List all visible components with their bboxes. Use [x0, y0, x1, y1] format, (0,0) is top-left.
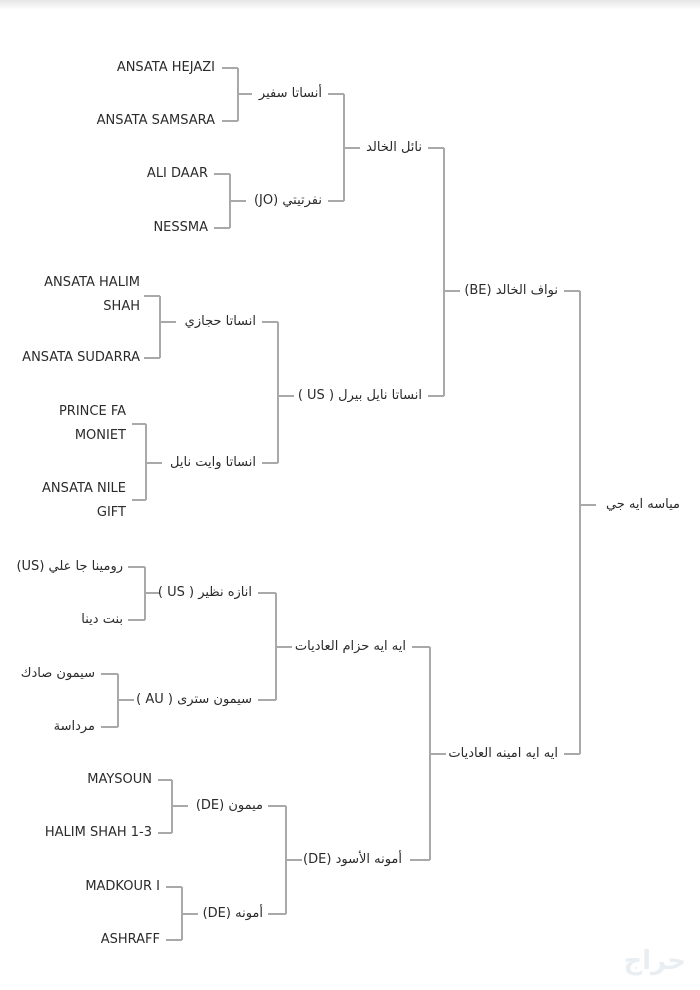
horse-sddd-line1: ANSATA NILE — [42, 481, 126, 496]
top-bar — [0, 0, 700, 10]
horse-dds: ميمون (DE) — [195, 798, 263, 813]
horse-sire-sire: نائل الخالد — [366, 140, 422, 155]
horse-dsd: سيمون سترى ( AU ) — [136, 692, 252, 707]
horse-sdss-line1: ANSATA HALIM — [44, 275, 140, 290]
horse-sssd: ANSATA SAMSARA — [96, 113, 215, 128]
horse-ssd: نفرتيتي (JO) — [253, 193, 322, 208]
horse-sdds: PRINCE FA MONIET — [59, 400, 126, 448]
horse-ssss: ANSATA HEJAZI — [116, 60, 215, 75]
horse-sdds-line2: MONIET — [74, 428, 126, 443]
horse-ddsd: HALIM SHAH 1-3 — [44, 825, 152, 840]
horse-dsds: سيمون صادك — [20, 666, 95, 681]
horse-sddd: ANSATA NILE GIFT — [42, 477, 126, 525]
horse-dam-dam: أمونه الأسود (DE) — [303, 852, 402, 867]
horse-sdsd: ANSATA SUDARRA — [22, 350, 140, 365]
horse-dddd: ASHRAFF — [100, 932, 160, 947]
horse-dam: ايه ايه امينه العاديات — [448, 746, 558, 761]
horse-ssds: ALI DAAR — [146, 166, 208, 181]
horse-ssdd: NESSMA — [153, 220, 208, 235]
horse-root: مياسه ايه جي — [605, 497, 680, 512]
horse-sddd-line2: GIFT — [96, 505, 126, 520]
horse-ddss: MAYSOUN — [87, 772, 152, 787]
horse-dsss: رومينا جا علي (US) — [16, 559, 123, 574]
horse-dsdd: مرداسة — [53, 719, 95, 734]
horse-ddds: MADKOUR I — [85, 879, 160, 894]
horse-sdds-line1: PRINCE FA — [58, 404, 126, 419]
horse-ddd: أمونه (DE) — [202, 906, 263, 921]
horse-sdss-line2: SHAH — [103, 299, 140, 314]
horse-sds: انساتا حجازي — [184, 314, 256, 329]
horse-dam-sire: ايه ايه حزام العاديات — [294, 639, 406, 654]
watermark-logo: حراج — [623, 946, 686, 976]
horse-sire-dam: انساتا نايل بيرل ( US ) — [297, 388, 422, 403]
horse-sss: أنساتا سفير — [258, 86, 322, 101]
horse-sdss: ANSATA HALIM SHAH — [44, 271, 140, 319]
horse-dssd: بنت دينا — [81, 612, 123, 627]
horse-dss: انازه نظير ( US ) — [157, 585, 252, 600]
horse-sire: نواف الخالد (BE) — [464, 283, 558, 298]
horse-sdd: انساتا وايت نايل — [170, 455, 256, 470]
